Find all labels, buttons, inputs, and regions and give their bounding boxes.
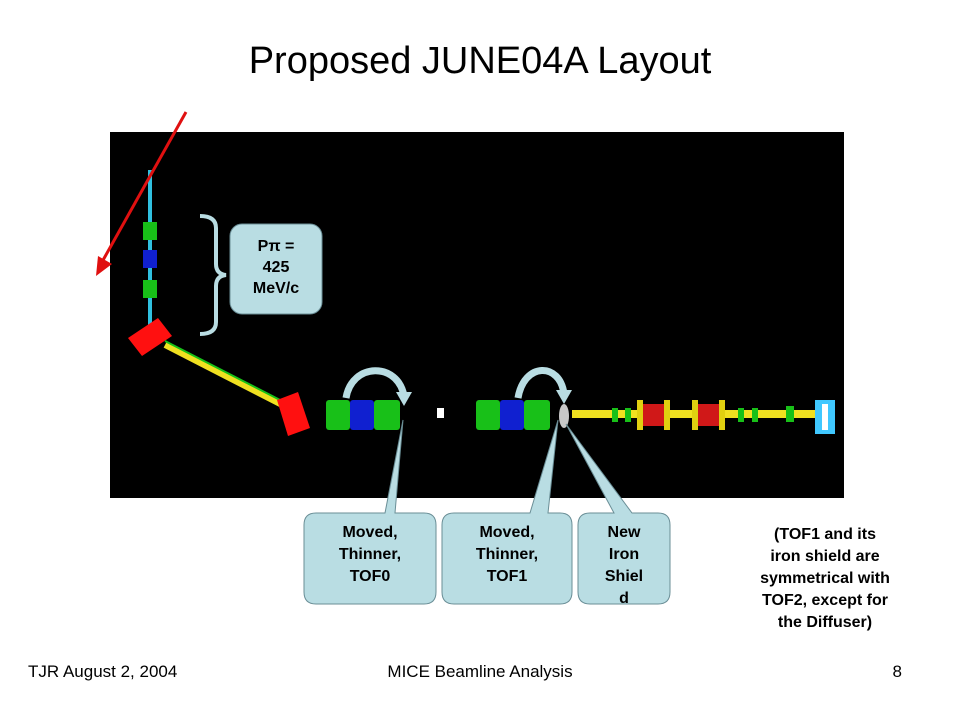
quad-triplet-2 (476, 400, 500, 430)
momentum-line-3: MeV/c (252, 280, 300, 297)
dipole-1 (128, 318, 172, 356)
upstream-quad-2 (143, 250, 157, 268)
upstream-quad-1 (143, 222, 157, 240)
shield-line-3: Shiel (604, 568, 644, 585)
coil-1 (642, 404, 664, 426)
tof1-callout-box (441, 419, 573, 605)
note-line-3: symmetrical with (760, 570, 890, 587)
diagonal-beampipe (163, 342, 284, 408)
tof1-line-1: Moved, (479, 524, 535, 541)
momentum-callout (229, 223, 323, 315)
iron-shield (559, 404, 569, 428)
curved-arrow-tof0 (342, 367, 408, 399)
upstream-quad-3 (143, 280, 157, 298)
tof-note: (TOF1 and its iron shield are symmetrica… (730, 524, 920, 634)
momentum-brace (199, 214, 227, 336)
note-line-2: iron shield are (770, 548, 880, 565)
shield-line-1: New (607, 524, 641, 541)
page-number: 8 (892, 662, 902, 681)
coil-2 (697, 404, 719, 426)
dipole-2 (277, 392, 310, 436)
shield-callout-text: New Iron Shiel d (578, 522, 670, 610)
note-line-4: TOF2, except for (762, 592, 888, 609)
tof0-callout-box (303, 419, 437, 605)
footer-author-date: TJR August 2, 2004 (28, 662, 178, 681)
beamline-panel (110, 132, 844, 498)
note-line-5: the Diffuser) (777, 614, 873, 631)
tof1-callout-text: Moved, Thinner, TOF1 (442, 522, 572, 588)
tof0-line-3: TOF0 (349, 568, 391, 585)
momentum-line-2: 425 (262, 259, 290, 276)
tof0-callout-text: Moved, Thinner, TOF0 (304, 522, 436, 588)
curved-arrow-tof1 (514, 367, 568, 399)
slide-title: Proposed JUNE04A Layout (248, 40, 712, 82)
momentum-label: Pπ = 425 MeV/c (232, 236, 320, 299)
shield-line-2: Iron (608, 546, 640, 563)
incoming-beam-arrow (100, 111, 188, 263)
tof1-line-3: TOF1 (486, 568, 528, 585)
quad-triplet-1 (326, 400, 350, 430)
tof0-line-2: Thinner, (338, 546, 402, 563)
momentum-line-1: Pπ = (257, 238, 295, 255)
tof0-line-1: Moved, (342, 524, 398, 541)
tof0-marker (437, 408, 444, 418)
note-line-1: (TOF1 and its (774, 526, 876, 543)
shield-line-4: d (619, 590, 629, 607)
shield-callout-box (565, 423, 671, 605)
tof1-line-2: Thinner, (475, 546, 539, 563)
footer-title: MICE Beamline Analysis (387, 662, 573, 681)
